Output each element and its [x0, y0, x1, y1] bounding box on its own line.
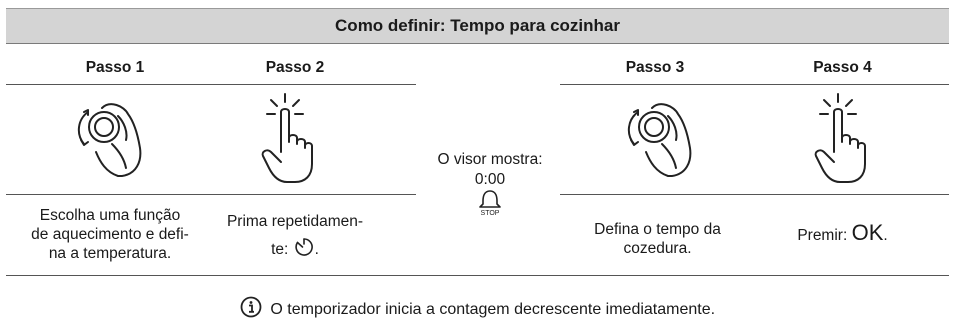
divider-left-top [6, 84, 416, 85]
section-title: Como definir: Tempo para cozinhar [6, 8, 949, 44]
display-time: 0:00 [474, 171, 506, 188]
step-4-header: Passo 4 [813, 59, 872, 76]
bell-stop-icon: STOP [479, 190, 501, 217]
step-3-header: Passo 3 [625, 59, 685, 76]
divider-left-mid [6, 194, 416, 195]
press-finger-icon [814, 93, 866, 183]
step-3-description: Defina o tempo da cozedura. [594, 221, 721, 257]
press-finger-icon [261, 93, 313, 183]
divider-right-top [560, 84, 949, 85]
divider-bottom [6, 275, 949, 276]
turn-knob-icon [77, 103, 142, 177]
turn-knob-icon [627, 103, 692, 177]
step-1-header: Passo 1 [85, 59, 145, 76]
info-icon [240, 296, 262, 318]
step-2-header: Passo 2 [265, 59, 325, 76]
step-2-description: Prima repetidamen- te: . [226, 213, 364, 258]
display-caption: O visor mostra: [437, 151, 543, 168]
footer-note: O temporizador inicia a contagem decresc… [0, 296, 955, 319]
divider-right-mid [560, 194, 949, 195]
step-1-description: Escolha uma função de aquecimento e defi… [31, 207, 189, 262]
timer-icon [294, 238, 313, 256]
ok-key: OK [851, 220, 884, 245]
stop-label: STOP [481, 210, 500, 217]
step-4-description: Premir: OK. [797, 220, 888, 245]
